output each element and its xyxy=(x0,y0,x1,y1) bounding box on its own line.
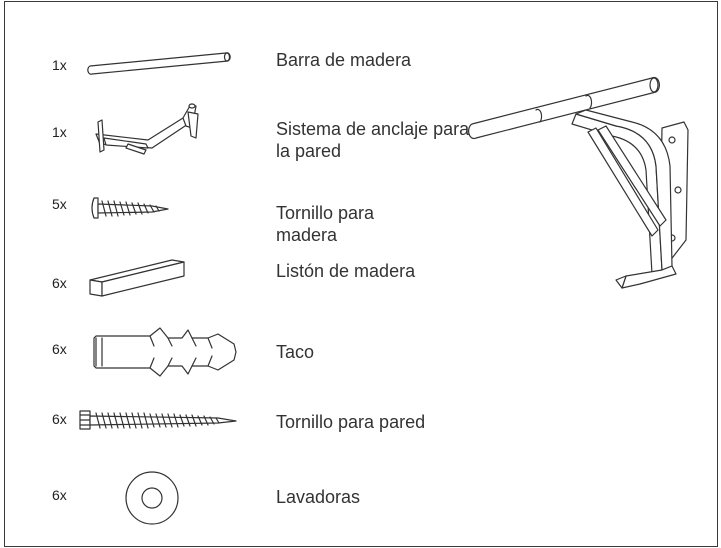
wall-anchor-system-icon xyxy=(95,103,199,155)
washer-icon xyxy=(125,471,179,525)
part-label-anchor: Sistema de anclaje para la pared xyxy=(276,119,470,161)
wall-screw-icon xyxy=(79,410,237,430)
part-label-wood-screw: Tornillo para madera xyxy=(276,203,375,245)
part-qty-wood-screw: 5x xyxy=(52,196,67,212)
wooden-strip-icon xyxy=(89,259,185,297)
pull-up-bar-assembled-icon xyxy=(468,76,689,289)
part-qty-bar: 1x xyxy=(52,57,67,73)
wall-plug-icon xyxy=(93,327,237,377)
wood-screw-icon xyxy=(91,197,169,219)
part-qty-strip: 6x xyxy=(52,275,67,291)
part-label-wall-screw: Tornillo para pared xyxy=(276,412,426,432)
part-label-washer: Lavadoras xyxy=(276,487,361,507)
part-qty-washer: 6x xyxy=(52,487,67,503)
part-label-plug: Taco xyxy=(276,342,315,362)
part-qty-wall-screw: 6x xyxy=(52,411,67,427)
part-label-bar: Barra de madera xyxy=(276,50,412,70)
wooden-bar-icon xyxy=(87,52,231,75)
part-label-strip: Listón de madera xyxy=(276,261,416,281)
parts-list-frame xyxy=(4,1,718,547)
part-qty-plug: 6x xyxy=(52,341,67,357)
part-qty-anchor: 1x xyxy=(52,124,67,140)
